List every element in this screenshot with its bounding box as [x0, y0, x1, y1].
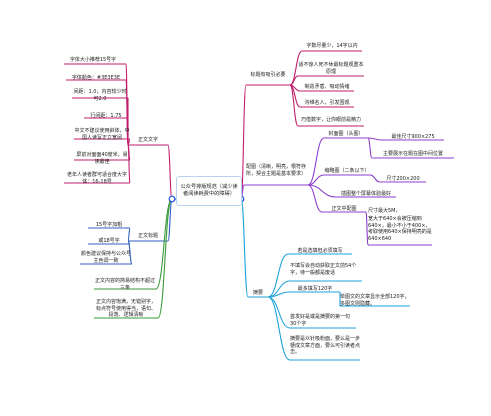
thumb-item-link — [369, 174, 381, 183]
cover-item-link — [367, 137, 373, 159]
extra-item[interactable]: 正文内容的简易结构不超过三条 — [94, 278, 155, 291]
appeal-item[interactable]: 适不惊人死不休最标题观重本原理 — [298, 62, 364, 75]
summary-branch-link — [240, 198, 249, 298]
body-item[interactable]: 行间距：1.75 — [90, 113, 122, 119]
summary-item-link — [267, 253, 289, 298]
left-hub[interactable] — [168, 195, 176, 203]
appeal-branch-label[interactable]: 标题有吸引必要 — [250, 72, 286, 78]
image-tip[interactable]: 插图整个屏幕体验最好 — [340, 191, 391, 197]
headings-item[interactable]: 15号字加粗 — [95, 222, 123, 228]
summary-item-link — [267, 291, 291, 298]
summary-branch-label[interactable]: 摘要 — [252, 290, 263, 296]
cover-link — [307, 137, 325, 186]
headings-item[interactable]: 颜色建议保持与公众号主色调一致 — [80, 251, 131, 264]
inline-item[interactable]: 宽大于640×会被压缩到640×，最小不小于400×，考取使用640×保持明亮的… — [368, 216, 432, 242]
tip-link — [307, 184, 337, 198]
body-item[interactable]: 老年人读者群可适合度大字体：16-18号 — [66, 172, 127, 185]
body-item[interactable]: 屏前对面面40度米，易读最佳 — [76, 152, 128, 165]
inline-item-link — [365, 211, 369, 246]
extra-item[interactable]: 正文内容饱满，无错别字，标点符号使用得当，语句、段落、逻辑清晰 — [95, 299, 156, 318]
appeal-item[interactable]: 巧借数字，让你眼前是精力 — [300, 117, 361, 123]
summary-item[interactable]: 不填写会自动获取正文前54个字，待一般都是废话 — [290, 263, 357, 276]
appeal-item[interactable]: 沟维名人，引发围观 — [304, 100, 350, 106]
body-item[interactable]: 字体颜色：#3E3E3E — [71, 75, 121, 81]
summary-item[interactable]: 首发好是或是摘要的第一句30个字 — [290, 314, 351, 327]
thumb-item[interactable]: 尺寸200×200 — [386, 176, 420, 182]
appeal-item[interactable]: 字数尽量少，14字以内 — [306, 43, 358, 49]
body-item[interactable]: 中文不建议使用斜体，中国人读写正立宽阔 — [74, 128, 130, 141]
body-branch-link — [167, 144, 173, 200]
body-item[interactable]: 间距：1.0，内容较少时可2.0 — [73, 89, 127, 102]
inline-item[interactable]: 尺寸最大5M， — [368, 208, 401, 214]
root-label: 公众号排版规范（减少读者阅读耗费中的障碍） — [180, 184, 238, 197]
body-item[interactable]: 字体大小推荐15号字 — [69, 57, 117, 63]
inline-label[interactable]: 正文中配图 — [331, 206, 357, 212]
cover-item-link — [367, 137, 383, 141]
summary-item-link — [267, 296, 291, 361]
body-item-link — [127, 144, 131, 184]
extra-link — [157, 198, 173, 319]
body-branch-label[interactable]: 正文文字 — [137, 137, 158, 143]
headings-branch-label[interactable]: 正文标题 — [137, 233, 158, 239]
headings-item[interactable]: 或18号字 — [98, 238, 120, 244]
appeal-item-link — [289, 84, 299, 127]
cover-item[interactable]: 主要展示在题在图中间位置 — [382, 151, 443, 157]
headings-item-link — [127, 240, 133, 265]
inline-link — [307, 184, 323, 213]
summary-item[interactable]: 单图文的文章显示全部120字，多图文则隐藏。 — [340, 294, 410, 307]
summary-item[interactable]: 摘要是众针吸粉面，要么是一步梗成文章方面，要么可引读者点击。 — [290, 336, 361, 355]
appeal-item[interactable]: 制造矛盾、吸动情绪 — [304, 84, 350, 90]
summary-item[interactable]: 若是选填但必须填写 — [297, 248, 343, 254]
image-branch-label[interactable]: 配图（清晰，明亮，根符存所，契合主题是基本要求） — [245, 164, 306, 177]
root-node[interactable]: 公众号排版规范（减少读者阅读耗费中的障碍） — [176, 176, 242, 206]
thumb-label[interactable]: 缩略图（二条以下） — [324, 168, 370, 174]
summary-item[interactable]: 最多填写120字 — [297, 286, 333, 292]
summary-item-link — [267, 296, 291, 329]
cover-label[interactable]: 封面图（头图） — [328, 131, 364, 137]
cover-item[interactable]: 最佳尺寸900×275 — [391, 134, 435, 140]
